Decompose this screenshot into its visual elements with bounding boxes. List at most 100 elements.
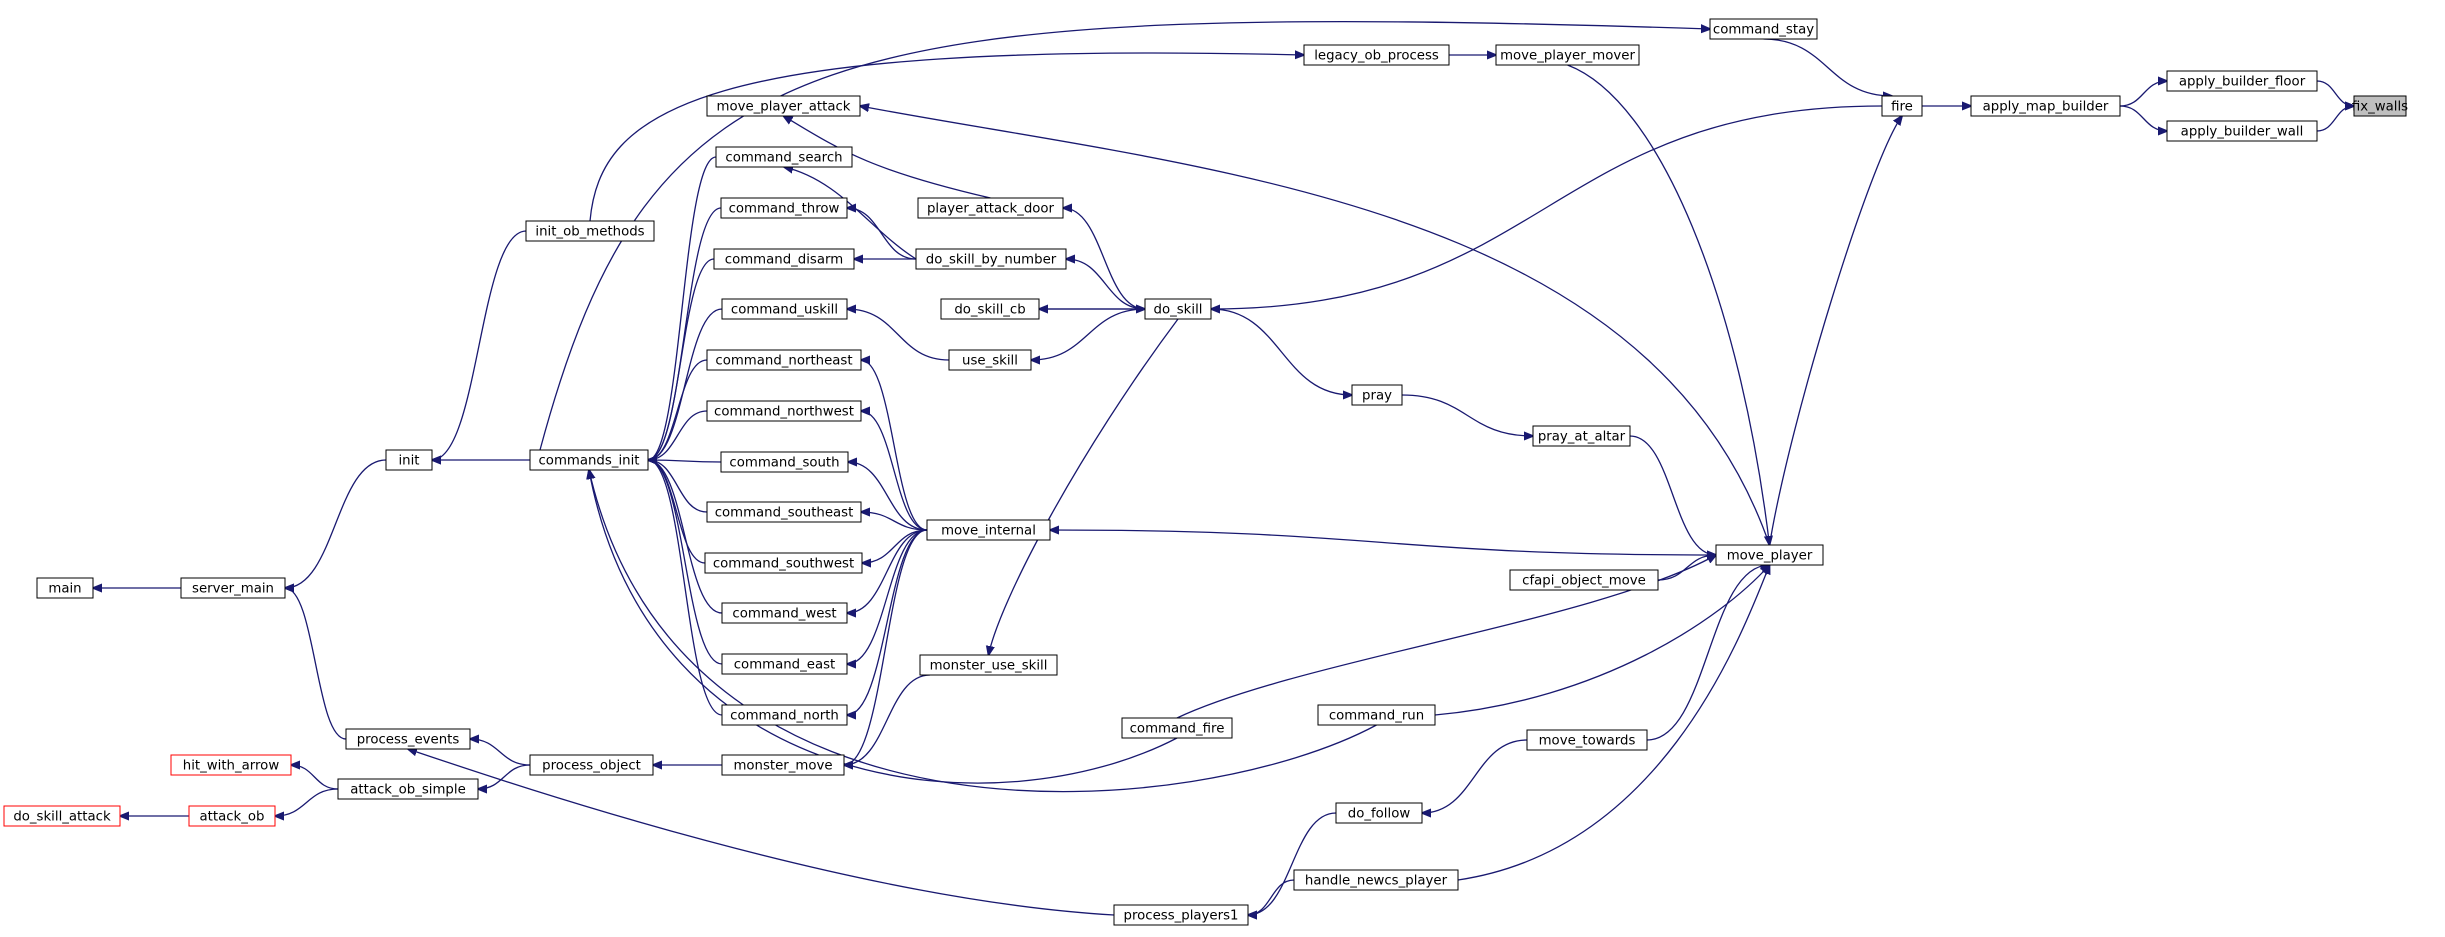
node-move_player_mover[interactable]: move_player_mover (1495, 44, 1640, 66)
node-box (1532, 425, 1631, 447)
node-label: move_internal (941, 524, 1036, 539)
node-attack_ob_simple[interactable]: attack_ob_simple (337, 778, 479, 800)
node-box (188, 805, 276, 827)
node-command_east[interactable]: command_east (721, 653, 848, 675)
edge-move_internal-to-command_east (847, 529, 928, 664)
node-process_events[interactable]: process_events (345, 728, 471, 750)
node-label: init (398, 454, 419, 469)
node-label: command_throw (729, 202, 840, 217)
node-command_west[interactable]: command_west (721, 602, 848, 624)
node-command_throw[interactable]: command_throw (720, 197, 848, 219)
node-box (721, 653, 848, 675)
node-command_northeast[interactable]: command_northeast (706, 349, 862, 371)
node-init_ob_methods[interactable]: init_ob_methods (525, 220, 655, 242)
edge-pray_at_altar-to-move_player (1629, 435, 1716, 555)
node-command_run[interactable]: command_run (1317, 704, 1436, 726)
node-main[interactable]: main (36, 577, 94, 599)
node-command_north[interactable]: command_north (721, 704, 848, 726)
edge-pray-to-pray_at_altar (1401, 394, 1533, 436)
node-do_follow[interactable]: do_follow (1335, 802, 1423, 824)
node-label: process_events (357, 733, 460, 748)
node-box (720, 451, 849, 473)
node-player_attack_door[interactable]: player_attack_door (917, 197, 1064, 219)
node-label: move_player (1727, 549, 1813, 564)
edge-apply_map_builder-to-apply_builder_floor (2119, 81, 2167, 107)
node-label: fix_walls (2352, 100, 2408, 115)
node-box (1526, 729, 1648, 751)
node-apply_builder_floor[interactable]: apply_builder_floor (2166, 70, 2318, 92)
node-move_internal[interactable]: move_internal (926, 519, 1051, 541)
node-box (36, 577, 94, 599)
node-handle_newcs_player[interactable]: handle_newcs_player (1293, 869, 1459, 891)
node-label: attack_ob (200, 810, 265, 825)
node-box (1335, 802, 1423, 824)
node-command_disarm[interactable]: command_disarm (713, 248, 855, 270)
node-do_skill_cb[interactable]: do_skill_cb (940, 298, 1040, 320)
node-label: server_main (192, 582, 274, 597)
edge-init-to-server_main (285, 459, 387, 588)
edge-command_southwest-to-commands_init (648, 460, 706, 564)
edge-command_north-to-commands_init (648, 460, 723, 716)
node-box (1970, 95, 2121, 117)
node-hit_with_arrow[interactable]: hit_with_arrow (170, 754, 292, 776)
edge-commands_init-to-command_stay (539, 20, 1710, 451)
node-do_skill_by_number[interactable]: do_skill_by_number (915, 248, 1067, 270)
node-box (721, 298, 848, 320)
node-command_northwest[interactable]: command_northwest (706, 400, 862, 422)
node-monster_use_skill[interactable]: monster_use_skill (919, 654, 1058, 676)
node-label: command_south (729, 456, 839, 471)
node-attack_ob[interactable]: attack_ob (188, 805, 276, 827)
node-server_main[interactable]: server_main (180, 577, 286, 599)
node-monster_move[interactable]: monster_move (721, 754, 845, 776)
node-fix_walls[interactable]: fix_walls (2352, 95, 2408, 117)
edge-cfapi_object_move-to-move_player (1657, 555, 1716, 581)
node-move_player_attack[interactable]: move_player_attack (706, 95, 861, 117)
edge-command_stay-to-fire (1763, 38, 1893, 96)
edge-command_east-to-commands_init (648, 460, 723, 665)
node-command_southeast[interactable]: command_southeast (706, 501, 862, 523)
node-pray_at_altar[interactable]: pray_at_altar (1532, 425, 1631, 447)
edge-move_internal-to-command_west (847, 529, 928, 613)
node-move_towards[interactable]: move_towards (1526, 729, 1648, 751)
node-process_object[interactable]: process_object (529, 754, 654, 776)
edge-apply_builder_floor-to-fix_walls (2316, 80, 2354, 106)
node-label: apply_builder_wall (2181, 125, 2304, 140)
node-apply_map_builder[interactable]: apply_map_builder (1970, 95, 2121, 117)
node-box (1121, 717, 1233, 739)
node-command_stay[interactable]: command_stay (1709, 18, 1818, 40)
edge-do_skill-to-player_attack_door (1063, 208, 1146, 310)
edge-command_northeast-to-commands_init (648, 359, 708, 460)
edge-process_players1-to-process_events (408, 749, 1115, 916)
node-command_fire[interactable]: command_fire (1121, 717, 1233, 739)
node-box (721, 602, 848, 624)
node-init[interactable]: init (385, 449, 433, 471)
edge-do_skill-to-do_skill_by_number (1066, 259, 1146, 310)
edge-move_player-to-move_player_attack (860, 106, 1771, 546)
node-use_skill[interactable]: use_skill (948, 349, 1032, 371)
node-move_player[interactable]: move_player (1715, 544, 1824, 566)
edge-apply_map_builder-to-apply_builder_wall (2119, 105, 2167, 131)
edge-do_follow-to-process_players1 (1248, 812, 1337, 915)
node-label: fire (1891, 100, 1913, 115)
node-fire[interactable]: fire (1881, 95, 1923, 117)
node-commands_init[interactable]: commands_init (529, 449, 649, 471)
node-process_players1[interactable]: process_players1 (1113, 904, 1249, 926)
node-command_uskill[interactable]: command_uskill (721, 298, 848, 320)
node-command_search[interactable]: command_search (715, 146, 853, 168)
edge-handle_newcs_player-to-process_players1 (1248, 879, 1295, 915)
node-do_skill[interactable]: do_skill (1144, 298, 1212, 320)
node-apply_builder_wall[interactable]: apply_builder_wall (2166, 120, 2318, 142)
node-cfapi_object_move[interactable]: cfapi_object_move (1509, 569, 1659, 591)
node-command_south[interactable]: command_south (720, 451, 849, 473)
node-box (2166, 120, 2318, 142)
node-box (525, 220, 655, 242)
edge-monster_use_skill-to-monster_move (844, 674, 931, 765)
node-do_skill_attack[interactable]: do_skill_attack (3, 805, 121, 827)
edge-fire-to-do_skill (1211, 105, 1883, 309)
edge-command_disarm-to-commands_init (648, 258, 715, 460)
node-legacy_ob_process[interactable]: legacy_ob_process (1303, 44, 1450, 66)
node-label: commands_init (539, 454, 640, 469)
node-pray[interactable]: pray (1351, 384, 1403, 406)
node-box (1113, 904, 1249, 926)
node-command_southwest[interactable]: command_southwest (704, 552, 863, 574)
